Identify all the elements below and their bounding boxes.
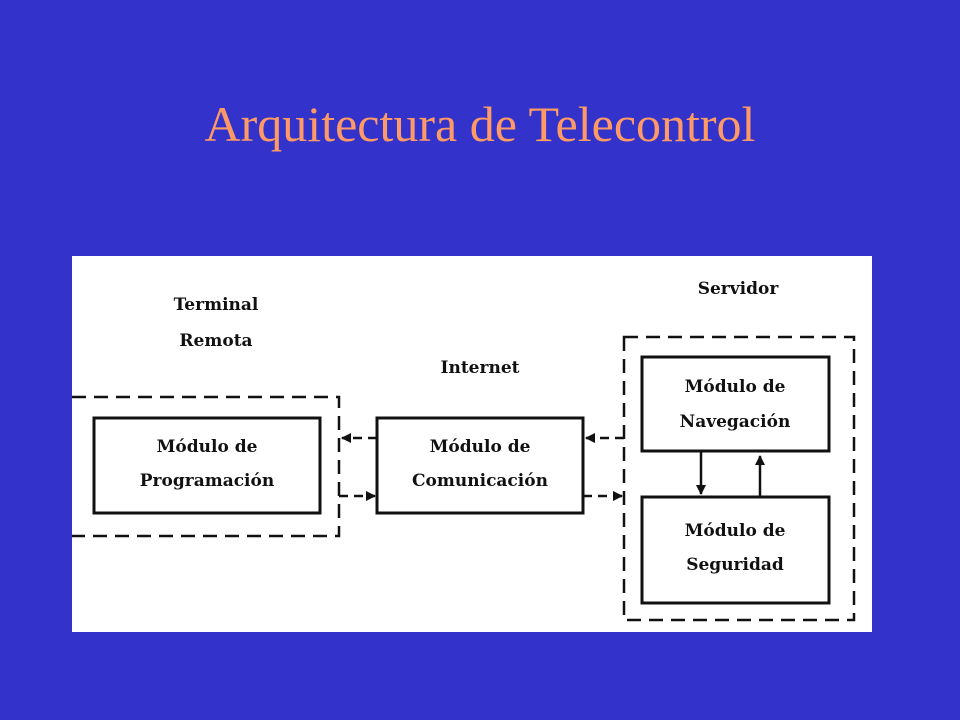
servidor-group-label: Servidor — [698, 279, 780, 299]
architecture-diagram: Terminal Remota Internet Servidor Módulo… — [72, 256, 872, 632]
servidor-group-boundary — [622, 335, 856, 622]
comunicacion-module-label-line2: Comunicación — [412, 471, 548, 491]
diagram-canvas: Terminal Remota Internet Servidor Módulo… — [72, 279, 856, 622]
navegacion-module-label-line1: Módulo de — [685, 377, 786, 397]
seguridad-module-label-line2: Seguridad — [686, 555, 784, 575]
programacion-module-label-line1: Módulo de — [157, 437, 258, 457]
programacion-module-box — [92, 416, 322, 515]
slide-title: Arquitectura de Telecontrol — [204, 96, 756, 152]
internet-group-label: Internet — [441, 358, 520, 378]
navegacion-module-box — [640, 355, 831, 453]
navegacion-module-label-line2: Navegación — [680, 412, 791, 432]
programacion-module-label-line2: Programación — [140, 471, 274, 491]
terminal-group-label-line1: Terminal — [174, 295, 259, 315]
seguridad-module-label-line1: Módulo de — [685, 521, 786, 541]
terminal-group-label-line2: Remota — [179, 331, 252, 351]
comunicacion-module-box — [375, 416, 585, 515]
comunicacion-module-label-line1: Módulo de — [430, 437, 531, 457]
terminal-group-boundary — [72, 395, 341, 538]
seguridad-module-box — [640, 495, 831, 605]
